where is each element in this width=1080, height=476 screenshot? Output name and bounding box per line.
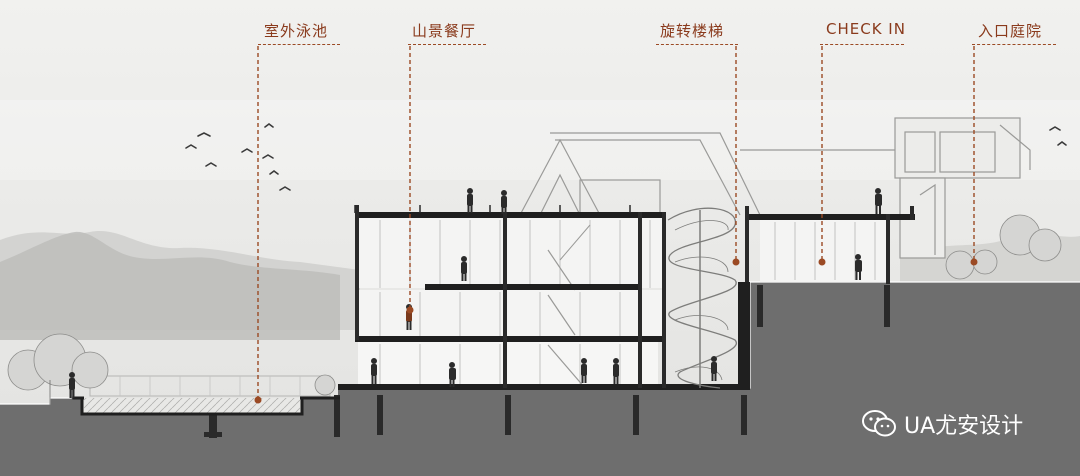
label-entrance-courtyard: 入口庭院 — [978, 22, 1043, 40]
label-outdoor-pool-underline — [258, 44, 340, 45]
leader-dots — [254, 258, 978, 404]
label-entrance-courtyard-underline — [972, 44, 1056, 45]
outdoor-pool — [72, 375, 340, 416]
spiral-staircase — [667, 207, 738, 389]
label-spiral-staircase-underline — [656, 44, 738, 45]
leader-lines — [257, 46, 975, 400]
label-check-in: CHECK IN — [826, 20, 906, 38]
people — [69, 188, 882, 398]
wechat-icon — [862, 410, 896, 438]
label-check-in-underline — [820, 44, 904, 45]
watermark: UA尤安设计 — [862, 408, 1023, 440]
watermark-text: UA尤安设计 — [904, 414, 1024, 439]
label-mountain-restaurant-underline — [408, 44, 486, 45]
label-spiral-staircase: 旋转楼梯 — [660, 22, 725, 40]
label-mountain-restaurant: 山景餐厅 — [412, 22, 477, 40]
label-outdoor-pool: 室外泳池 — [264, 22, 329, 40]
birds — [185, 123, 1067, 191]
